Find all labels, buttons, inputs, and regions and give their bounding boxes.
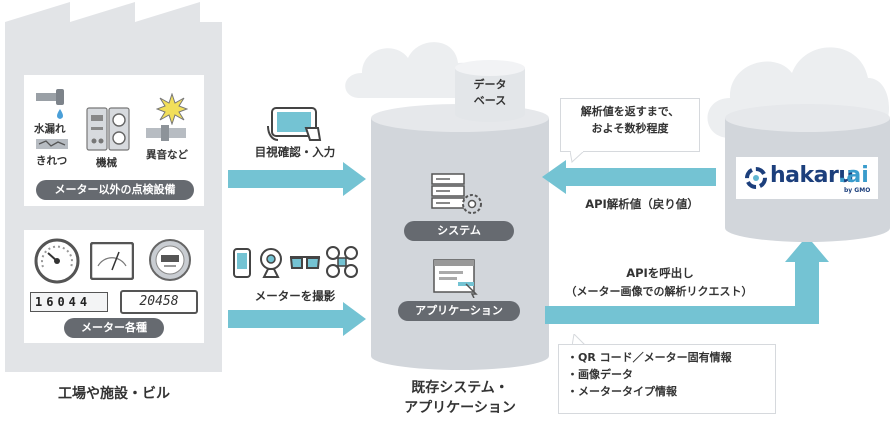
burst-icon xyxy=(156,93,188,125)
odometer-value: 16044 xyxy=(35,295,92,309)
payload-item: ・画像データ xyxy=(567,368,633,381)
hakaru-logo-box: hakaru .ai by GMO xyxy=(736,157,878,199)
webcam-icon xyxy=(260,248,282,278)
api-call-label-line1: APIを呼出し xyxy=(626,266,694,280)
inspection-equipment-panel: 水漏れ きれつ 機械 異音など メーター以外の点検設備 xyxy=(24,75,204,206)
water-leak-icon xyxy=(36,89,64,119)
analog-meter-icon xyxy=(90,242,134,280)
api-return-label: API解析値（戻り値） xyxy=(585,197,699,211)
visual-check-arrow xyxy=(228,162,366,196)
tablet-hand-icon xyxy=(267,107,322,141)
crack-label: きれつ xyxy=(36,155,68,167)
crack-icon xyxy=(36,139,68,149)
digital-meter-display: 20458 xyxy=(120,290,198,314)
response-time-line2: およそ数秒程度 xyxy=(591,122,669,135)
api-call-label-line2: （メーター画像での解析リクエスト） xyxy=(565,285,753,298)
database-label-line2: ベース xyxy=(473,94,507,107)
system-caption-line2: アプリケーション xyxy=(404,400,516,416)
response-time-bubble: 解析値を返すまで、 およそ数秒程度 xyxy=(560,98,700,152)
electric-meter-icon xyxy=(149,239,191,281)
payload-bubble: ・QR コード／メーター固有情報 ・画像データ ・メータータイプ情報 xyxy=(558,344,776,414)
application-window-icon xyxy=(433,259,478,298)
bubble-tail xyxy=(570,151,584,163)
water-leak-label: 水漏れ xyxy=(34,123,66,135)
payload-item: ・メータータイプ情報 xyxy=(567,385,677,398)
database-label-line1: データ xyxy=(473,78,507,91)
api-request-arrow xyxy=(545,236,829,324)
system-caption-line1: 既存システム・ xyxy=(411,380,509,396)
smartphone-icon xyxy=(233,248,251,278)
factory-caption: 工場や施設・ビル xyxy=(58,386,170,402)
odometer-display: 16044 xyxy=(30,292,108,312)
drone-icon xyxy=(326,246,358,278)
hakaru-logo-icon xyxy=(745,167,767,189)
inspection-equipment-pill: メーター以外の点検設備 xyxy=(36,180,194,200)
pressure-gauge-icon xyxy=(34,238,80,284)
photograph-label: メーターを撮影 xyxy=(254,289,336,303)
pipe-icon xyxy=(146,125,186,141)
abnormal-sound-label: 異音など xyxy=(146,149,188,161)
machine-icon xyxy=(86,107,130,151)
digital-meter-value: 20458 xyxy=(139,294,179,309)
payload-item: ・QR コード／メーター固有情報 xyxy=(567,351,732,364)
hakaru-logo-suffix: .ai xyxy=(838,163,869,188)
hakaru-logo-sub: by GMO xyxy=(844,187,871,194)
response-time-line1: 解析値を返すまで、 xyxy=(580,105,680,118)
meter-types-panel: 16044 20458 メーター各種 xyxy=(24,230,204,343)
visual-check-label: 目視確認・入力 xyxy=(254,145,336,159)
photograph-arrow xyxy=(228,302,366,336)
payload-bubble-tail xyxy=(572,334,586,346)
return-value-arrow xyxy=(542,160,716,194)
machine-label: 機械 xyxy=(96,157,117,169)
system-cloud xyxy=(345,42,482,98)
hakaru-logo-text: hakaru xyxy=(770,163,854,188)
application-pill: アプリケーション xyxy=(398,301,520,321)
database-cylinder xyxy=(455,60,525,122)
smart-glasses-icon xyxy=(289,256,321,269)
server-icon xyxy=(431,173,482,214)
system-pill: システム xyxy=(404,221,514,241)
meter-types-pill: メーター各種 xyxy=(64,318,164,338)
